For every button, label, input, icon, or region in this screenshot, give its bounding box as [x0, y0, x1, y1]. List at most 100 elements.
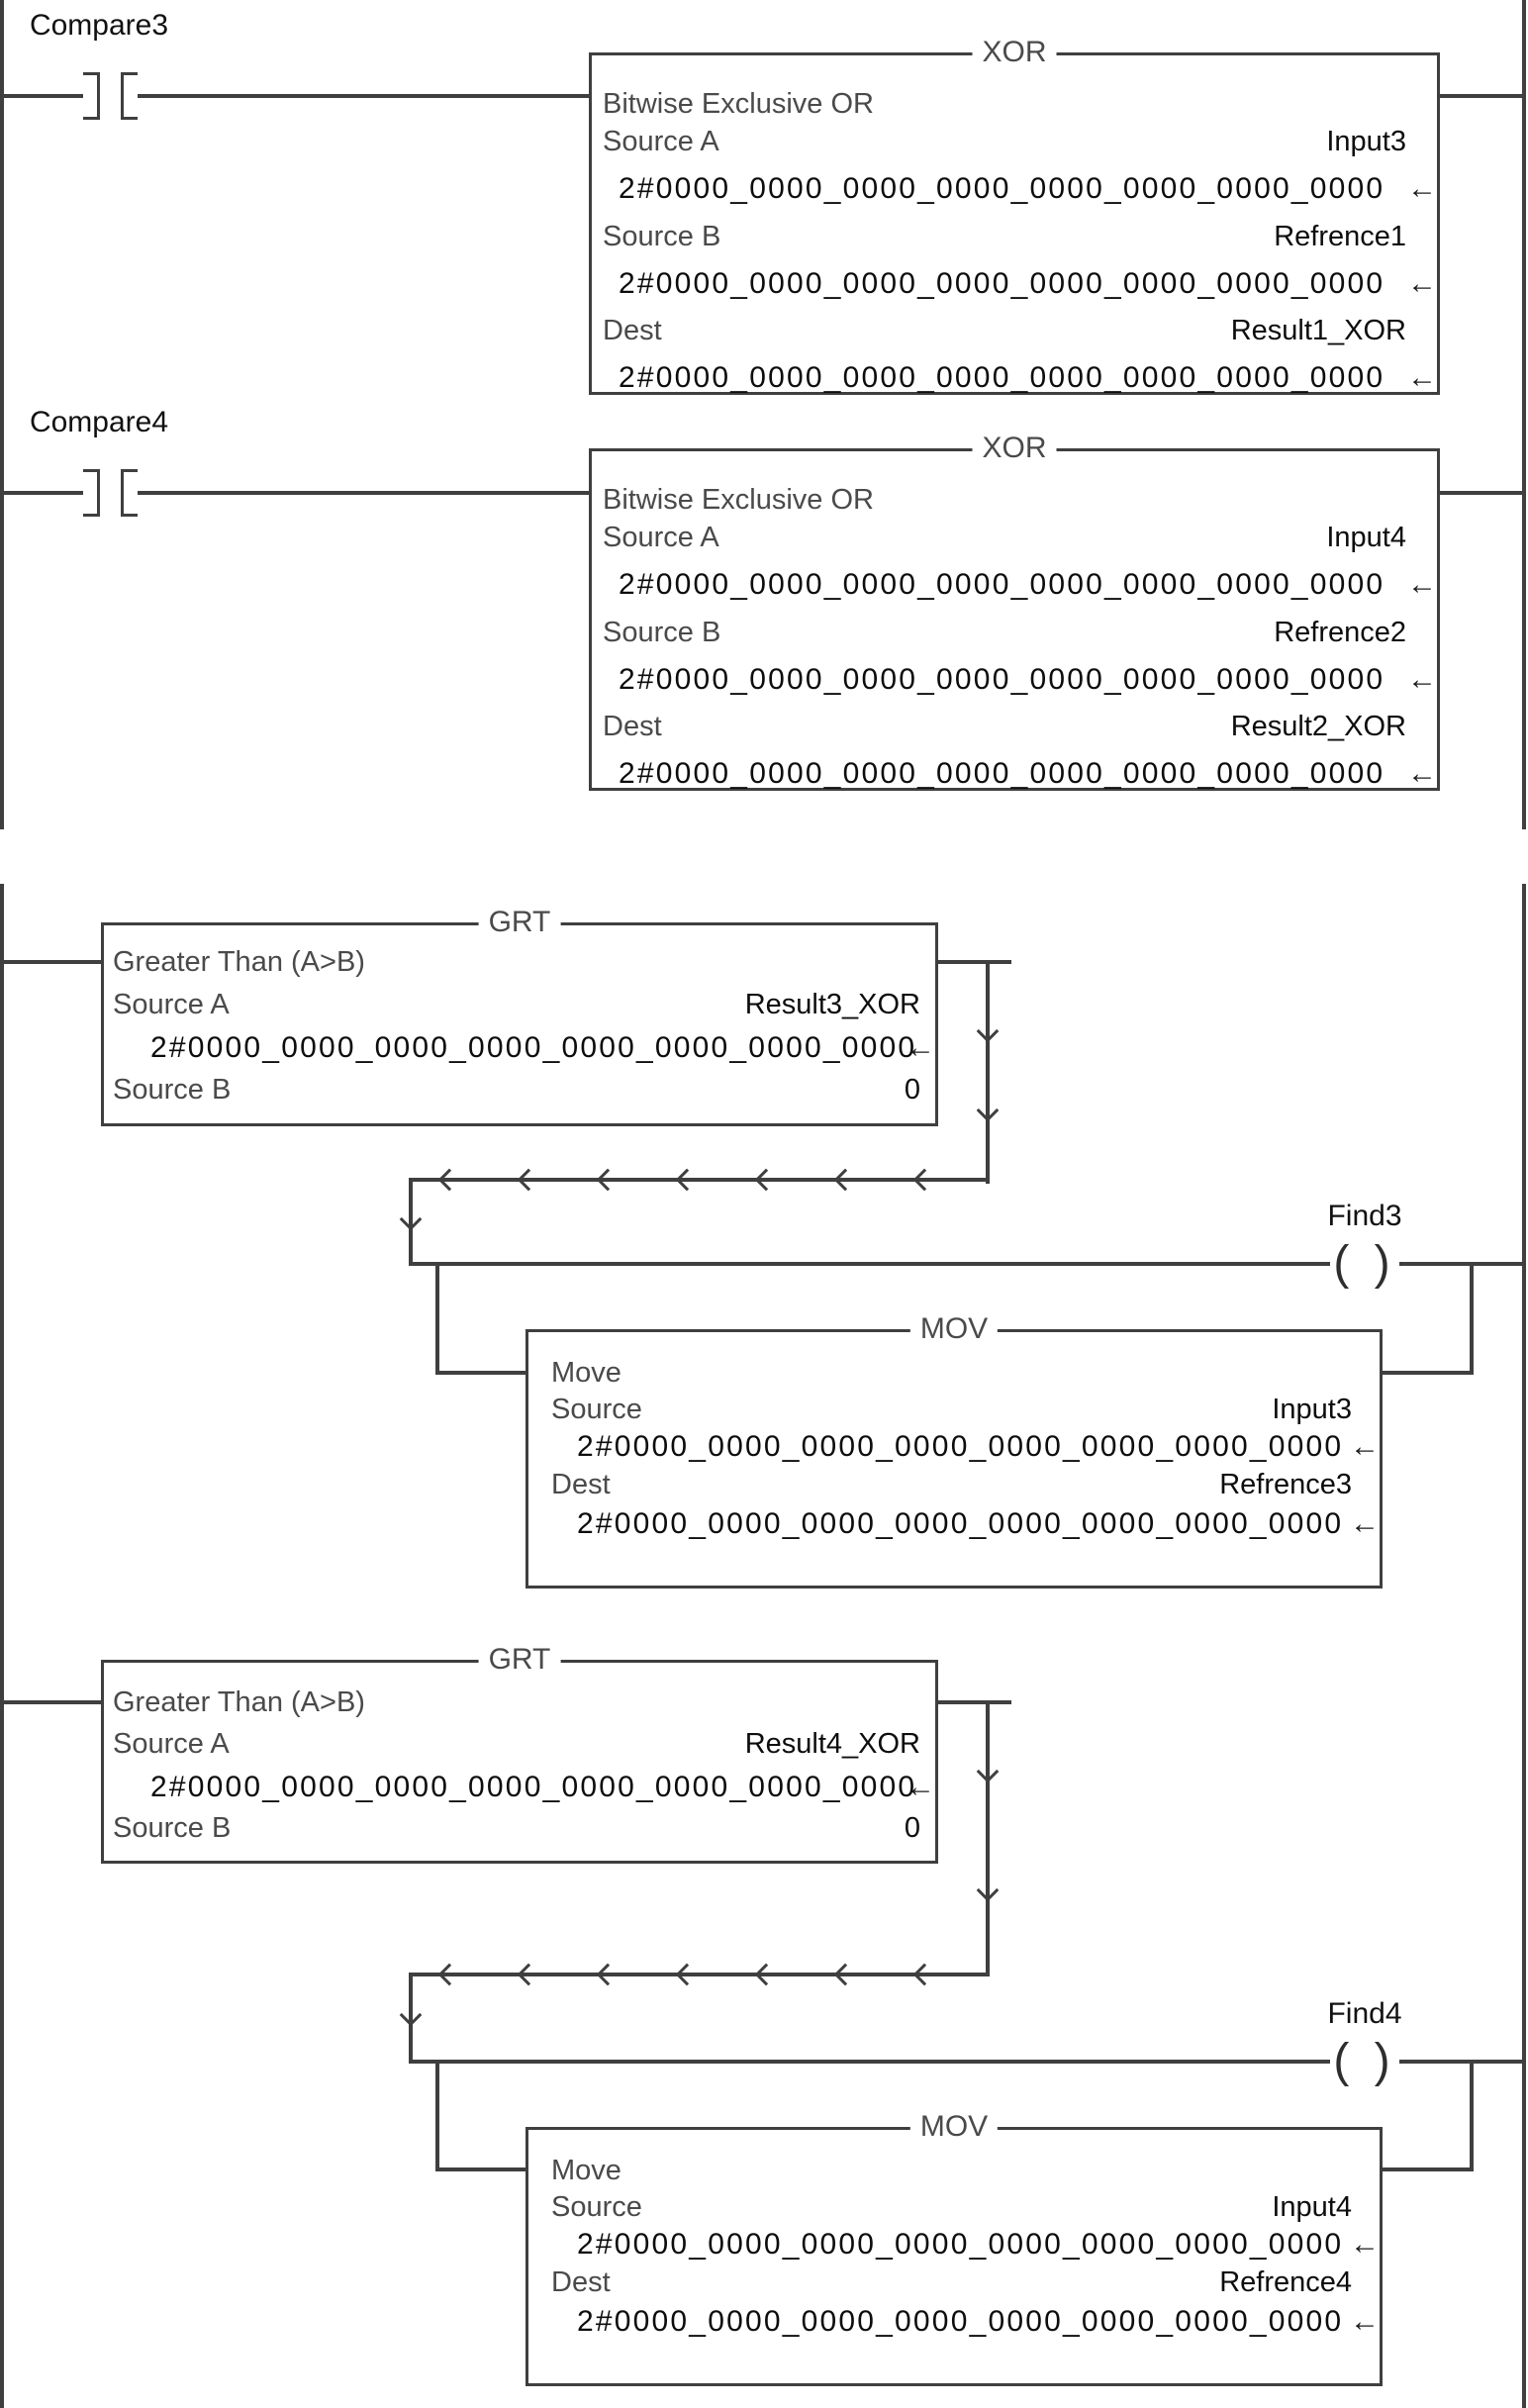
flow-arrow-down-icon	[976, 1878, 1000, 1902]
source-label: Source	[551, 2191, 642, 2223]
source-a-value[interactable]: 2#0000_0000_0000_0000_0000_0000_0000_000…	[619, 172, 1385, 205]
source-b-value[interactable]: 0	[904, 1812, 920, 1844]
rung1-wire	[122, 94, 589, 98]
value-pin-arrow-icon: ←	[1407, 568, 1437, 601]
rung4-branch-wire	[409, 2060, 1522, 2064]
dest-tag[interactable]: Refrence3	[1219, 1469, 1352, 1500]
source-a-tag[interactable]: Result3_XOR	[744, 989, 920, 1020]
value-pin-arrow-icon: ←	[1407, 663, 1437, 696]
grt2-out-stub	[938, 1700, 1011, 1704]
dest-label: Dest	[603, 315, 662, 346]
mov-block-1-title: MOV	[909, 1310, 999, 1348]
mov1-branch-in	[435, 1371, 525, 1375]
value-pin-arrow-icon: ←	[1407, 172, 1437, 205]
source-b-tag[interactable]: Refrence1	[1274, 221, 1406, 252]
grt-block-1-title: GRT	[478, 904, 561, 941]
source-a-value[interactable]: 2#0000_0000_0000_0000_0000_0000_0000_000…	[619, 568, 1385, 601]
xor-block-2[interactable]	[589, 448, 1440, 791]
contact-tag-label[interactable]: Compare3	[29, 9, 169, 42]
source-a-tag[interactable]: Input3	[1326, 126, 1406, 157]
flow-arrow-down-icon	[399, 2003, 423, 2027]
source-b-label: Source B	[603, 617, 721, 648]
flow-arrow-left-icon	[517, 1168, 540, 1192]
flow-arrow-left-icon	[754, 1963, 778, 1986]
dest-tag[interactable]: Result1_XOR	[1230, 315, 1406, 346]
dest-tag[interactable]: Refrence4	[1219, 2266, 1352, 2298]
coil-tag-label[interactable]: Find4	[1327, 1997, 1402, 2030]
rung4-wire	[4, 1700, 101, 1704]
rung2-wire	[1437, 491, 1522, 495]
rung3-wire	[4, 960, 101, 964]
grt-block-2-title: GRT	[478, 1641, 561, 1679]
rung1-wire	[4, 94, 100, 98]
xic-contact-compare4[interactable]	[83, 469, 138, 517]
feedback-down-wire	[409, 1973, 413, 2064]
instruction-description: Move	[551, 1357, 621, 1389]
source-b-value[interactable]: 2#0000_0000_0000_0000_0000_0000_0000_000…	[619, 663, 1385, 696]
xic-contact-compare3[interactable]	[83, 72, 138, 120]
flow-arrow-down-icon	[976, 1760, 1000, 1783]
source-tag[interactable]: Input3	[1272, 1394, 1352, 1425]
dest-label: Dest	[551, 2266, 611, 2298]
instruction-description: Bitwise Exclusive OR	[603, 88, 874, 120]
flow-arrow-left-icon	[912, 1963, 936, 1986]
source-label: Source	[551, 1394, 642, 1425]
coil-tag-label[interactable]: Find3	[1327, 1200, 1402, 1232]
value-pin-arrow-icon: ←	[1407, 757, 1437, 790]
flow-arrow-left-icon	[833, 1963, 857, 1986]
rung3-branch-wire	[409, 1262, 1522, 1266]
source-b-value[interactable]: 0	[904, 1074, 920, 1106]
source-b-tag[interactable]: Refrence2	[1274, 617, 1406, 648]
mov2-branch-out	[1383, 2167, 1474, 2171]
grt2-drop-wire	[986, 1700, 990, 1976]
feedback-down-wire	[409, 1178, 413, 1266]
source-a-value[interactable]: 2#0000_0000_0000_0000_0000_0000_0000_000…	[150, 1031, 917, 1064]
source-b-label: Source B	[113, 1074, 232, 1106]
flow-arrow-left-icon	[675, 1963, 699, 1986]
dest-tag[interactable]: Result2_XOR	[1230, 711, 1406, 742]
right-rail-top	[1522, 0, 1526, 829]
dest-value[interactable]: 2#0000_0000_0000_0000_0000_0000_0000_000…	[577, 1507, 1344, 1540]
source-a-tag[interactable]: Result4_XOR	[744, 1728, 920, 1760]
flow-arrow-left-icon	[596, 1168, 620, 1192]
dest-value[interactable]: 2#0000_0000_0000_0000_0000_0000_0000_000…	[619, 361, 1385, 394]
left-rail-top	[0, 0, 4, 829]
value-pin-arrow-icon: ←	[1407, 361, 1437, 394]
source-b-value[interactable]: 2#0000_0000_0000_0000_0000_0000_0000_000…	[619, 267, 1385, 300]
flow-arrow-left-icon	[912, 1168, 936, 1192]
dest-value[interactable]: 2#0000_0000_0000_0000_0000_0000_0000_000…	[577, 2305, 1344, 2338]
rung2-wire	[4, 491, 100, 495]
source-tag[interactable]: Input4	[1272, 2191, 1352, 2223]
flow-arrow-left-icon	[596, 1963, 620, 1986]
xor-block-1[interactable]	[589, 52, 1440, 395]
flow-arrow-down-icon	[976, 1019, 1000, 1043]
source-value[interactable]: 2#0000_0000_0000_0000_0000_0000_0000_000…	[577, 2228, 1344, 2261]
source-b-label: Source B	[113, 1812, 232, 1844]
source-value[interactable]: 2#0000_0000_0000_0000_0000_0000_0000_000…	[577, 1430, 1344, 1463]
value-pin-arrow-icon: ←	[1407, 267, 1437, 300]
source-a-label: Source A	[603, 522, 719, 553]
flow-arrow-down-icon	[976, 1099, 1000, 1122]
xor-block-1-title: XOR	[972, 34, 1057, 71]
source-a-value[interactable]: 2#0000_0000_0000_0000_0000_0000_0000_000…	[150, 1771, 917, 1803]
flow-arrow-left-icon	[437, 1168, 461, 1192]
flow-arrow-left-icon	[754, 1168, 778, 1192]
grt1-drop-wire	[986, 960, 990, 1184]
source-a-label: Source A	[113, 989, 230, 1020]
source-a-tag[interactable]: Input4	[1326, 522, 1406, 553]
mov-block-2[interactable]	[525, 2127, 1383, 2386]
contact-bracket-right-icon	[121, 469, 138, 517]
mov2-branch-down	[435, 2060, 439, 2171]
mov2-branch-up	[1470, 2060, 1474, 2171]
dest-label: Dest	[551, 1469, 611, 1500]
contact-tag-label[interactable]: Compare4	[29, 406, 169, 438]
value-pin-arrow-icon: ←	[906, 1771, 935, 1803]
ote-coil-find4[interactable]: ( )	[1330, 2036, 1399, 2087]
instruction-description: Bitwise Exclusive OR	[603, 484, 874, 516]
mov1-branch-out	[1383, 1371, 1474, 1375]
value-pin-arrow-icon: ←	[1350, 1430, 1380, 1463]
instruction-description: Greater Than (A>B)	[113, 1686, 365, 1718]
dest-value[interactable]: 2#0000_0000_0000_0000_0000_0000_0000_000…	[619, 757, 1385, 790]
ote-coil-find3[interactable]: ( )	[1330, 1238, 1399, 1290]
